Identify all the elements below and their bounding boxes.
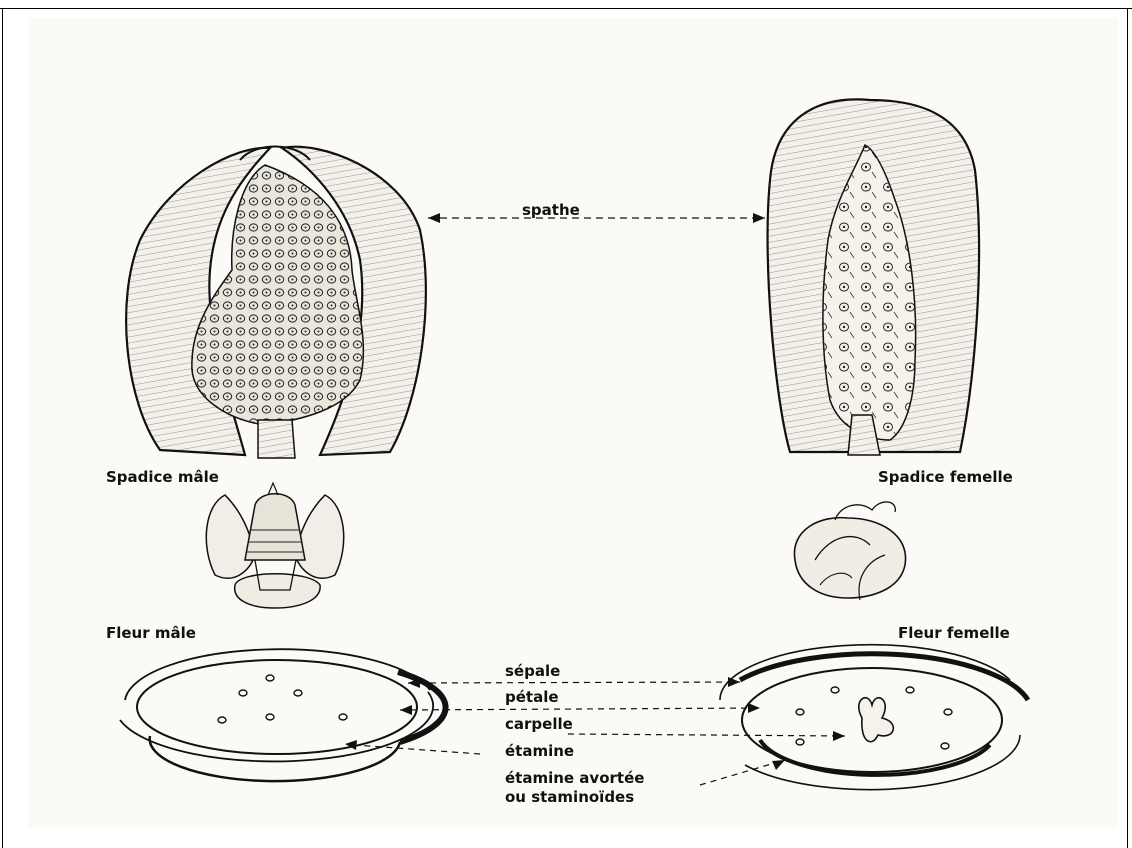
male-flower-drawing [206,483,343,608]
label-etamine-avortee: étamine avortée [505,771,644,786]
label-etamine: étamine [505,744,574,759]
male-spadix-drawing [126,147,426,459]
label-spadice-male: Spadice mâle [106,470,219,485]
label-fleur-male: Fleur mâle [106,626,196,641]
label-spadice-femelle: Spadice femelle [878,470,1013,485]
male-floral-diagram [120,649,446,781]
spathe-pointer [428,213,765,223]
male-spadix-stalk [258,420,295,458]
label-carpelle: carpelle [505,717,573,732]
female-spadix-drawing [768,99,979,455]
female-flower-drawing [794,502,905,600]
label-fleur-femelle: Fleur femelle [898,626,1010,641]
label-sepale: sépale [505,664,560,679]
label-spathe: spathe [522,203,580,218]
label-staminoides: ou staminoïdes [505,790,634,805]
label-petale: pétale [505,690,559,705]
female-floral-diagram [720,645,1028,790]
